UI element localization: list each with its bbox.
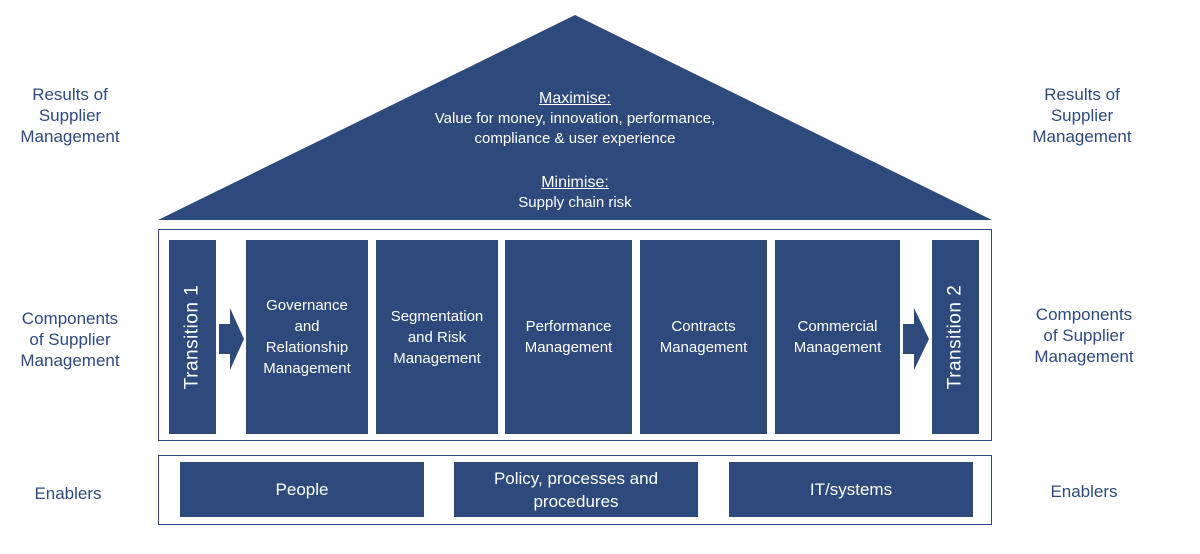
results-label-right: Results of Supplier Management (1032, 85, 1132, 146)
enabler-policy-label: Policy, processes and procedures (493, 468, 659, 511)
results-label-left: Results of Supplier Management (20, 85, 120, 146)
roof-minimise-block: Minimise: Supply chain risk (370, 173, 780, 213)
transition-1-label: Transition 1 (181, 284, 203, 390)
enabler-people-label: People (275, 480, 329, 499)
transition-1-block: Transition 1 (169, 240, 216, 434)
pillar-segmentation: Segmentation and Risk Management (376, 240, 498, 434)
pillar-commercial-label: Commercial Management (793, 318, 882, 356)
components-label-right: Components of Supplier Management (1034, 305, 1134, 366)
transition-2-label: Transition 2 (944, 284, 966, 390)
enabler-policy: Policy, processes and procedures (454, 462, 698, 517)
enablers-label-right: Enablers (1050, 482, 1118, 501)
roof-maximise-block: Maximise: Value for money, innovation, p… (370, 89, 780, 149)
pillar-performance: Performance Management (505, 240, 632, 434)
pillar-performance-label: Performance Management (524, 318, 613, 356)
arrow-right-icon (903, 308, 929, 370)
pillar-segmentation-label: Segmentation and Risk Management (390, 307, 484, 367)
components-label-left: Components of Supplier Management (20, 309, 120, 370)
maximise-heading: Maximise: (538, 90, 611, 107)
enablers-label-left: Enablers (34, 484, 102, 503)
pillar-governance-label: Governance and Relationship Management (263, 297, 351, 377)
minimise-line-1: Supply chain risk (518, 194, 632, 211)
enabler-people: People (180, 462, 424, 517)
minimise-heading: Minimise: (541, 174, 609, 191)
maximise-line-1: Value for money, innovation, performance… (434, 110, 716, 127)
pillar-governance: Governance and Relationship Management (246, 240, 368, 434)
transition-2-block: Transition 2 (932, 240, 979, 434)
arrow-right-icon (219, 308, 244, 370)
pillar-contracts-label: Contracts Management (659, 318, 748, 356)
pillar-contracts: Contracts Management (640, 240, 767, 434)
enabler-it-systems-label: IT/systems (809, 480, 893, 499)
enabler-it-systems: IT/systems (729, 462, 973, 517)
components-frame (158, 229, 992, 441)
enablers-frame (158, 455, 992, 525)
pillar-commercial: Commercial Management (775, 240, 900, 434)
maximise-line-2: compliance & user experience (474, 130, 676, 147)
